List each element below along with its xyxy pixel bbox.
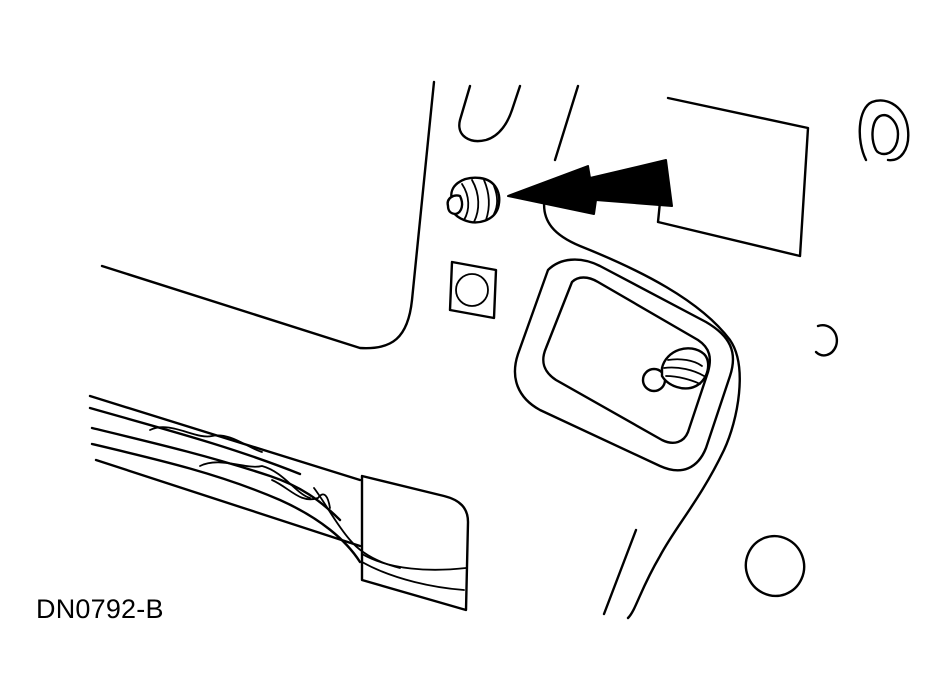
label-plate: [656, 96, 810, 258]
access-opening-outer: [513, 258, 735, 472]
harness-clip-inner: [361, 553, 467, 571]
push-pin-icon: [641, 347, 710, 393]
square-boss: [448, 260, 498, 320]
harness-line-2: [88, 406, 302, 476]
push-pin-icon: [446, 176, 501, 224]
harness-clip-strap: [361, 561, 465, 591]
small-hole-right: [814, 324, 839, 357]
harness-line-5: [94, 458, 362, 548]
panel-edge-inner: [602, 528, 638, 616]
harness-line-1: [88, 394, 362, 482]
harness-clip: [360, 474, 470, 612]
panel-outline-left: [100, 80, 436, 350]
harness-wrap-2: [199, 461, 311, 499]
clip-ring-inner: [871, 114, 900, 156]
harness-line-3: [90, 426, 342, 522]
square-boss-hole: [455, 273, 489, 307]
upper-slot: [458, 84, 522, 143]
panel-crease: [553, 84, 580, 162]
round-hole: [744, 534, 806, 598]
panel-edge-right: [542, 194, 741, 620]
clip-ring-outer: [858, 99, 910, 162]
harness-wrap-3: [271, 479, 331, 509]
harness-clip-strap-2: [313, 487, 401, 569]
arrow-left-icon: [507, 159, 673, 215]
access-opening-inner: [542, 276, 712, 444]
harness-wrap-1: [149, 426, 263, 453]
figure-id-label: DN0792-B: [36, 594, 164, 624]
